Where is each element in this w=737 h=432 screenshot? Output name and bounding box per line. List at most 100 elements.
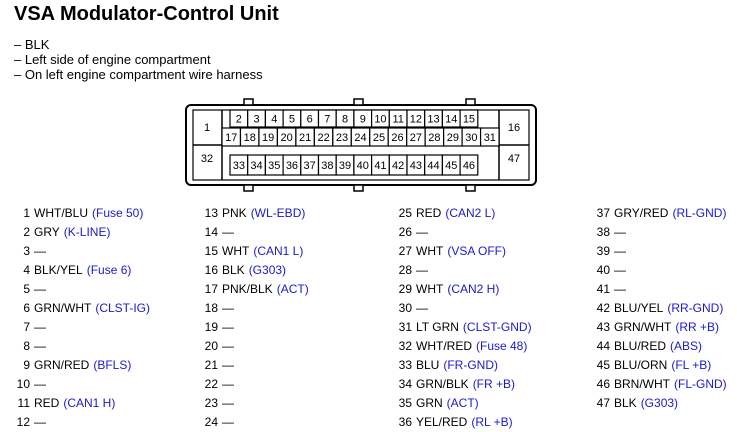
pin-number: 26 xyxy=(398,225,412,239)
pin-number: 2 xyxy=(23,225,30,239)
wire-color: — xyxy=(222,358,234,372)
pin-row: 17 PNK/BLK(ACT) xyxy=(200,280,309,299)
pin-function: (WL-EBD) xyxy=(250,206,306,220)
pin-label: 33 xyxy=(233,160,245,172)
wire-color: PNK/BLK xyxy=(222,282,273,296)
pin-number: 36 xyxy=(398,415,412,429)
pin-function: (CAN1 L) xyxy=(253,244,304,258)
pin-label: 21 xyxy=(299,132,311,144)
pin-number: 35 xyxy=(398,396,412,410)
pin-label: 30 xyxy=(465,132,477,144)
pin-number: 17 xyxy=(204,282,218,296)
pin-row: 30— xyxy=(394,299,532,318)
wire-color: BLK xyxy=(222,263,245,277)
pin-number: 42 xyxy=(596,301,610,315)
pin-function: (ACT) xyxy=(276,282,309,296)
wire-color: WHT xyxy=(416,244,444,258)
wire-color: RED xyxy=(416,206,442,220)
lock-tab xyxy=(465,184,476,192)
pin-label-1: 1 xyxy=(204,122,210,134)
notes: – BLK – Left side of engine compartment … xyxy=(14,37,263,82)
pin-label: 18 xyxy=(244,132,256,144)
wire-color: — xyxy=(222,225,234,239)
pin-label: 26 xyxy=(391,132,403,144)
pin-function: (BFLS) xyxy=(93,358,132,372)
wire-color: — xyxy=(34,377,46,391)
pin-number: 27 xyxy=(398,244,412,258)
wire-color: WHT xyxy=(416,282,444,296)
pin-label: 29 xyxy=(447,132,459,144)
pin-number: 22 xyxy=(204,377,218,391)
pin-label: 35 xyxy=(268,160,280,172)
pin-number: 47 xyxy=(596,396,610,410)
wire-color: — xyxy=(222,320,234,334)
pin-label: 44 xyxy=(427,160,439,172)
wire-color: GRN/BLK xyxy=(416,377,469,391)
pin-label: 39 xyxy=(339,160,351,172)
wire-color: GRN xyxy=(416,396,443,410)
pin-function: (CAN2 L) xyxy=(445,206,496,220)
pin-row: 39 — xyxy=(592,242,727,261)
wire-color: — xyxy=(416,225,428,239)
pin-row: 14— xyxy=(200,223,309,242)
lock-tab xyxy=(353,98,364,106)
pin-number: 46 xyxy=(596,377,610,391)
pin-function: (ABS) xyxy=(670,339,703,353)
pin-cell xyxy=(459,109,479,128)
wire-color: GRN/WHT xyxy=(614,320,672,334)
pin-row: 18— xyxy=(200,299,309,318)
note-harness: – On left engine compartment wire harnes… xyxy=(14,67,263,82)
wire-color: — xyxy=(614,263,626,277)
pin-number: 6 xyxy=(23,301,30,315)
wire-color: — xyxy=(614,282,626,296)
lock-tab xyxy=(243,184,254,192)
pin-function: (G303) xyxy=(640,396,679,410)
pin-number: 38 xyxy=(596,225,610,239)
pin-label: 17 xyxy=(225,132,237,144)
pin-number: 1 xyxy=(23,206,30,220)
wire-color: — xyxy=(34,415,46,429)
pin-row: 10— xyxy=(12,375,150,394)
pin-row: 21— xyxy=(200,356,309,375)
wire-color: YEL/RED xyxy=(416,415,468,429)
pin-number: 7 xyxy=(23,320,30,334)
pin-row: 41 — xyxy=(592,280,727,299)
pin-label: 9 xyxy=(360,114,366,126)
pin-cell xyxy=(479,127,500,147)
lock-tab xyxy=(465,98,476,106)
pin-number: 39 xyxy=(596,244,610,258)
pin-number: 3 xyxy=(23,244,30,258)
pin-label: 31 xyxy=(484,132,496,144)
pin-row: 22— xyxy=(200,375,309,394)
wire-color: BLU xyxy=(416,358,440,372)
wire-color: GRY/RED xyxy=(614,206,669,220)
pin-row: 26 — xyxy=(394,223,532,242)
pin-number: 33 xyxy=(398,358,412,372)
pin-label: 5 xyxy=(289,114,295,126)
pin-number: 5 xyxy=(23,282,30,296)
wire-color: — xyxy=(614,244,626,258)
pin-row: 28— xyxy=(394,261,532,280)
pin-number: 41 xyxy=(596,282,610,296)
pin-number: 25 xyxy=(398,206,412,220)
pin-function: (CLST-GND) xyxy=(462,320,532,334)
pin-label-16: 16 xyxy=(508,122,520,134)
pin-number: 37 xyxy=(596,206,610,220)
wire-color: BLU/ORN xyxy=(614,358,668,372)
pin-number: 40 xyxy=(596,263,610,277)
pin-label-47: 47 xyxy=(508,153,520,165)
pin-function: (CAN1 H) xyxy=(63,396,116,410)
wire-color: — xyxy=(34,320,46,334)
pin-function: (Fuse 50) xyxy=(92,206,144,220)
